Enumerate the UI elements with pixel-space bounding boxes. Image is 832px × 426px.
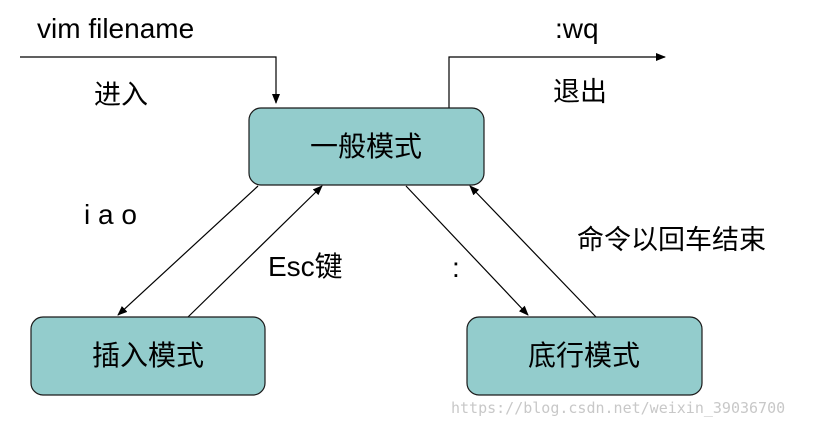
label-exit: 退出 <box>553 77 607 108</box>
label-insert-keys: i a o <box>84 199 137 230</box>
edge-exit-vim <box>448 53 666 108</box>
label-esc-key: Esc键 <box>268 251 343 282</box>
edge-enter-vim <box>20 56 280 104</box>
edge-normal-to-lastline <box>405 185 529 316</box>
label-quit-command: :wq <box>555 13 599 44</box>
watermark-text: https://blog.csdn.net/weixin_39036700 <box>451 399 785 417</box>
node-normal-label: 一般模式 <box>310 130 422 163</box>
edge-normal-to-insert <box>117 185 259 316</box>
node-insert-label: 插入模式 <box>92 339 204 372</box>
label-open-command: vim filename <box>37 13 194 44</box>
edge-insert-to-normal <box>187 185 323 318</box>
node-lastline-mode: 底行模式 <box>466 316 703 396</box>
label-enter: 进入 <box>94 80 148 111</box>
node-lastline-label: 底行模式 <box>528 339 640 372</box>
label-enter-ends: 命令以回车结束 <box>577 225 766 256</box>
node-insert-mode: 插入模式 <box>30 316 266 396</box>
edge-lastline-to-normal <box>469 185 597 318</box>
node-normal-mode: 一般模式 <box>248 107 485 186</box>
label-colon-key: : <box>452 252 460 283</box>
